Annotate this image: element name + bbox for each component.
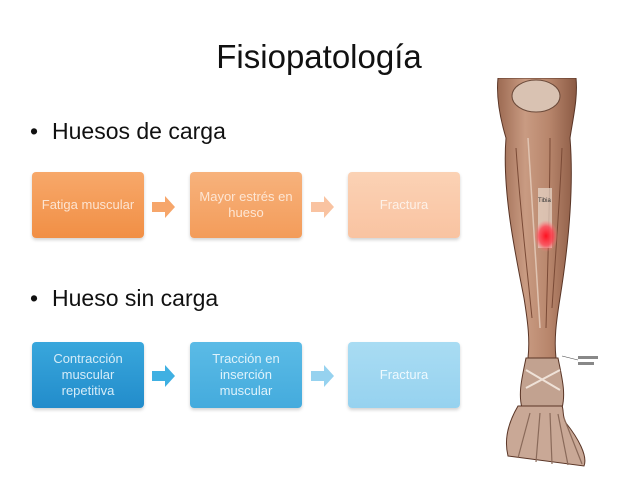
bullet-text: Hueso sin carga [52,285,219,311]
arrow-right-icon [311,196,334,218]
arrow-right-icon [152,196,175,218]
bullet-text: Huesos de carga [52,118,226,144]
box-fractura-sin-carga: Fractura [348,342,460,408]
box-fractura-carga: Fractura [348,172,460,238]
box-mayor-estres: Mayor estrés en hueso [190,172,302,238]
bullet-dot: • [30,118,39,144]
arrow-right-icon [152,365,175,387]
arrow-right-icon [311,365,334,387]
box-contraccion-muscular: Contracción muscular repetitiva [32,342,144,408]
bullet-dot: • [30,285,39,311]
tibia-label: Tibia [538,198,551,204]
leg-anatomy-illustration: Tibia [497,78,598,467]
box-fatiga-muscular: Fatiga muscular [32,172,144,238]
bullet-hueso-sin-carga: • Hueso sin carga [30,285,218,312]
slide-title: Fisiopatología [216,38,422,75]
bullet-huesos-de-carga: • Huesos de carga [30,118,226,145]
box-traccion-insercion: Tracción en inserción muscular [190,342,302,408]
